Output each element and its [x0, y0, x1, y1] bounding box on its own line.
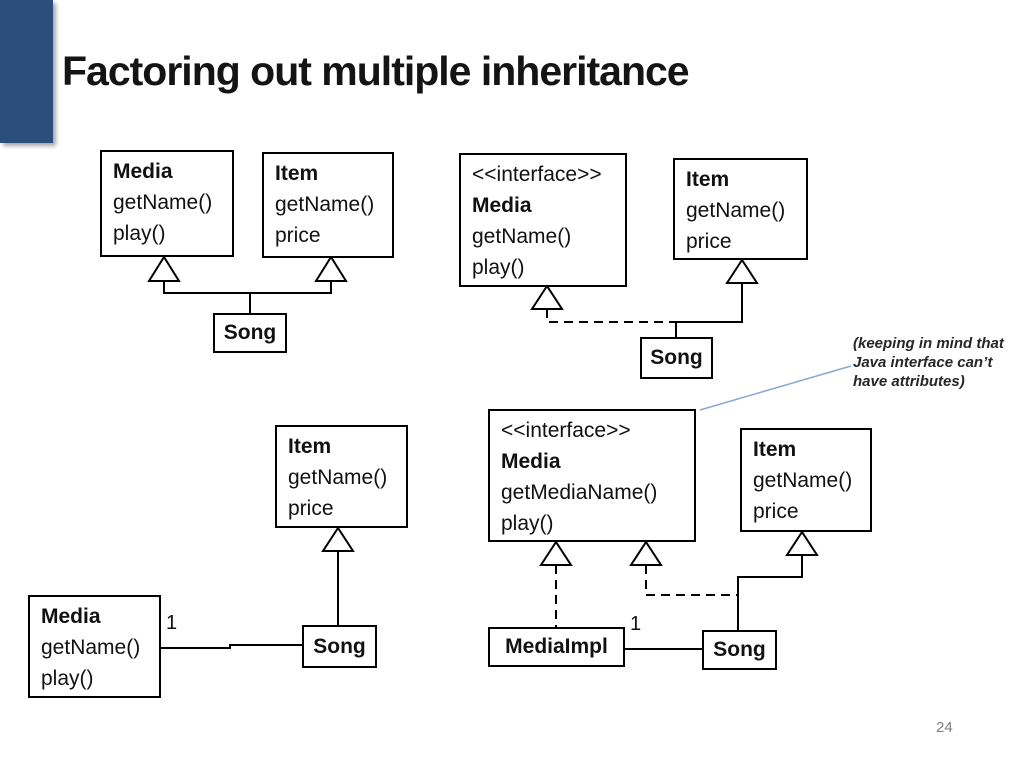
d2-class-box-song: Song	[640, 337, 713, 379]
d4-triangle-item	[787, 532, 817, 555]
d1-triangle-item	[316, 257, 346, 281]
d2-triangle-media	[532, 286, 562, 309]
d4-multiplicity-label: 1	[630, 613, 642, 635]
class-member: getName()	[472, 225, 572, 248]
class-member: play()	[41, 667, 94, 690]
d2-class-box-item: Item getName() price	[673, 158, 808, 260]
d2-realization-dashed	[547, 309, 676, 322]
class-member: play()	[113, 222, 166, 245]
class-member: getName()	[113, 191, 213, 214]
d3-triangle-item	[323, 528, 353, 551]
class-member: getName()	[288, 466, 388, 489]
class-name: Media	[501, 450, 561, 473]
annotation-note: (keeping in mind that Java interface can…	[853, 334, 1023, 391]
interface-stereotype: <<interface>>	[501, 419, 631, 442]
annotation-line: (keeping in mind that	[853, 335, 1004, 352]
class-name: Song	[713, 638, 766, 661]
class-name: Song	[650, 346, 703, 369]
d3-multiplicity-label: 1	[166, 612, 178, 634]
class-name: Item	[275, 162, 319, 185]
class-member: price	[686, 230, 732, 253]
d2-generalization-line	[676, 283, 742, 337]
d1-class-box-media: Media getName() play()	[100, 150, 234, 257]
d4-realization-dashed-right	[646, 565, 738, 595]
annotation-line: have attributes)	[853, 373, 965, 390]
class-name: Item	[753, 438, 797, 461]
d2-interface-box-media: <<interface>> Media getName() play()	[459, 153, 627, 287]
class-name: Item	[288, 435, 332, 458]
annotation-pointer-line	[700, 366, 851, 410]
d1-triangle-media	[149, 257, 179, 281]
class-name: Media	[472, 194, 532, 217]
class-member: getMediaName()	[501, 481, 658, 504]
class-name: Media	[113, 160, 173, 183]
class-member: play()	[472, 256, 525, 279]
d1-class-box-song: Song	[213, 313, 287, 353]
class-member: getName()	[753, 469, 853, 492]
d4-class-box-item: Item getName() price	[740, 428, 872, 532]
class-name: Media	[41, 605, 101, 628]
d4-triangle-media-left	[541, 542, 571, 565]
class-member: getName()	[275, 193, 375, 216]
d3-association-line	[161, 645, 302, 648]
d4-class-box-mediaimpl: MediaImpl	[488, 627, 625, 667]
page-number: 24	[936, 719, 953, 736]
d2-triangle-item	[727, 260, 757, 283]
d4-class-box-song: Song	[702, 630, 777, 670]
class-member: price	[753, 500, 799, 523]
class-member: play()	[501, 512, 554, 535]
class-name: Item	[686, 168, 730, 191]
d4-interface-box-media: <<interface>> Media getMediaName() play(…	[488, 409, 696, 542]
d3-class-box-song: Song	[302, 625, 377, 668]
class-name: Song	[313, 634, 366, 658]
class-member: price	[288, 497, 334, 520]
class-name: Song	[223, 321, 277, 344]
d1-class-box-item: Item getName() price	[262, 152, 394, 258]
slide-title: Factoring out multiple inheritance	[62, 48, 690, 94]
class-member: price	[275, 224, 321, 247]
d3-class-box-media: Media getName() play()	[28, 595, 161, 698]
d4-generalization-line	[738, 555, 802, 630]
d1-generalization-lines	[163, 281, 332, 313]
accent-bar	[0, 0, 53, 143]
d3-class-box-item: Item getName() price	[275, 425, 408, 528]
class-member: getName()	[41, 636, 141, 659]
d4-triangle-media-right	[631, 542, 661, 565]
annotation-line: Java interface can’t	[853, 354, 993, 371]
class-member: getName()	[686, 199, 786, 222]
interface-stereotype: <<interface>>	[472, 163, 602, 186]
class-name: MediaImpl	[505, 635, 608, 658]
